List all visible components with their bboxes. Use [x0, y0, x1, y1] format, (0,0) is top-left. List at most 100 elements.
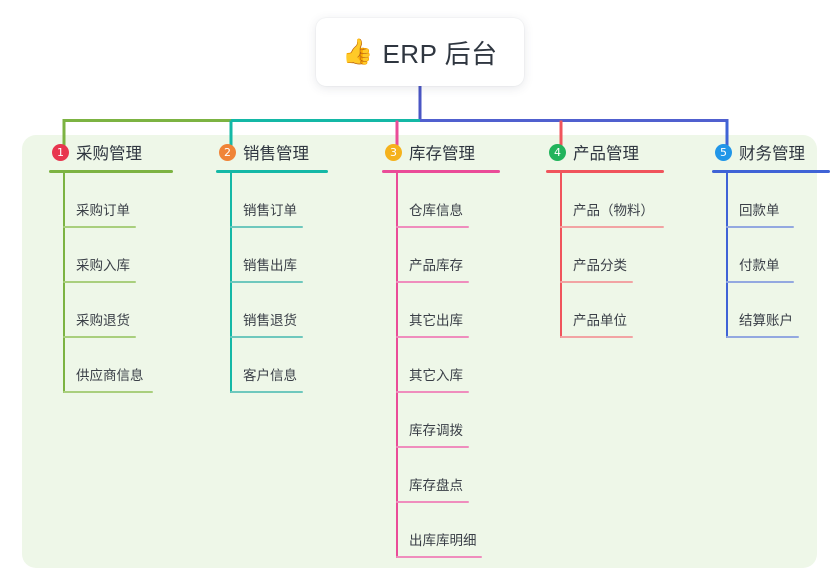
leaf-underline: [396, 556, 482, 558]
branch-trunk-line: [560, 173, 562, 338]
branch-body: 销售订单销售出库销售退货客户信息: [203, 173, 368, 393]
leaf-node-label: 库存盘点: [409, 478, 463, 493]
branch-body: 产品（物料） 产品分类产品单位: [533, 173, 698, 338]
leaf-node-label: 采购订单: [76, 203, 130, 218]
branch-title: 财务管理: [739, 145, 805, 163]
leaf-node[interactable]: 采购退货: [36, 283, 201, 338]
branch-header-1[interactable]: 1 采购管理: [36, 135, 201, 169]
leaf-node[interactable]: 采购入库: [36, 228, 201, 283]
branch-number-badge: 1: [52, 143, 69, 161]
branch-title: 产品管理: [573, 145, 639, 163]
leaf-node-label: 库存调拨: [409, 423, 463, 438]
leaf-node-label: 出库库明细: [409, 533, 477, 548]
diagram-background-panel: [22, 135, 817, 568]
root-node-title: ERP 后台: [382, 38, 498, 69]
leaf-node-label: 供应商信息: [76, 368, 144, 383]
branch-underline: [216, 170, 328, 173]
leaf-node[interactable]: 产品单位: [533, 283, 698, 338]
leaf-node[interactable]: 销售订单: [203, 173, 368, 228]
branch-column-4: 4 产品管理产品（物料） 产品分类产品单位: [533, 135, 698, 338]
branch-header-4[interactable]: 4 产品管理: [533, 135, 698, 169]
leaf-node[interactable]: 仓库信息: [369, 173, 534, 228]
leaf-underline: [726, 226, 794, 228]
branch-column-1: 1 采购管理采购订单采购入库采购退货供应商信息: [36, 135, 201, 393]
leaf-node[interactable]: 产品（物料）: [533, 173, 698, 228]
leaf-node[interactable]: 其它入库: [369, 338, 534, 393]
branch-number-badge: 5: [715, 143, 732, 161]
root-node[interactable]: 👍 ERP 后台: [316, 18, 524, 86]
leaf-node[interactable]: 出库库明细: [369, 503, 534, 558]
leaf-node-label: 采购退货: [76, 313, 130, 328]
leaf-underline: [726, 336, 799, 338]
leaf-node-label: 产品分类: [573, 258, 627, 273]
leaf-node[interactable]: 销售出库: [203, 228, 368, 283]
branch-title: 采购管理: [76, 145, 142, 163]
leaf-node-label: 销售出库: [243, 258, 297, 273]
leaf-node[interactable]: 采购订单: [36, 173, 201, 228]
leaf-node[interactable]: 结算账户: [699, 283, 839, 338]
leaf-underline: [560, 336, 633, 338]
leaf-underline: [230, 391, 303, 393]
branch-body: 采购订单采购入库采购退货供应商信息: [36, 173, 201, 393]
leaf-node-label: 其它入库: [409, 368, 463, 383]
leaf-underline: [63, 281, 136, 283]
leaf-node[interactable]: 产品库存: [369, 228, 534, 283]
leaf-underline: [396, 281, 469, 283]
branch-trunk-line: [396, 173, 398, 558]
leaf-underline: [230, 336, 303, 338]
branch-number-badge: 2: [219, 143, 236, 161]
leaf-underline: [396, 501, 469, 503]
leaf-node-label: 产品（物料）: [573, 203, 654, 218]
branch-body: 回款单付款单结算账户: [699, 173, 839, 338]
leaf-node[interactable]: 库存调拨: [369, 393, 534, 448]
leaf-node[interactable]: 销售退货: [203, 283, 368, 338]
leaf-underline: [230, 281, 303, 283]
leaf-node[interactable]: 供应商信息: [36, 338, 201, 393]
branch-column-5: 5 财务管理回款单付款单结算账户: [699, 135, 839, 338]
branch-number-badge: 3: [385, 143, 402, 161]
branch-header-5[interactable]: 5 财务管理: [699, 135, 839, 169]
leaf-node-label: 结算账户: [739, 313, 793, 328]
branch-underline: [382, 170, 500, 173]
leaf-node[interactable]: 其它出库: [369, 283, 534, 338]
thumbs-up-icon: 👍: [342, 37, 374, 66]
branch-underline: [49, 170, 173, 173]
leaf-underline: [560, 281, 633, 283]
leaf-underline: [726, 281, 794, 283]
leaf-node[interactable]: 产品分类: [533, 228, 698, 283]
leaf-node-label: 付款单: [739, 258, 780, 273]
branch-body: 仓库信息产品库存其它出库其它入库库存调拨库存盘点出库库明细: [369, 173, 534, 558]
leaf-node-label: 回款单: [739, 203, 780, 218]
leaf-node[interactable]: 回款单: [699, 173, 839, 228]
leaf-node[interactable]: 付款单: [699, 228, 839, 283]
leaf-node-label: 销售退货: [243, 313, 297, 328]
leaf-underline: [230, 226, 303, 228]
leaf-underline: [63, 391, 153, 393]
leaf-underline: [396, 336, 469, 338]
leaf-node-label: 产品单位: [573, 313, 627, 328]
leaf-node[interactable]: 库存盘点: [369, 448, 534, 503]
leaf-node-label: 采购入库: [76, 258, 130, 273]
leaf-node-label: 客户信息: [243, 368, 297, 383]
leaf-underline: [396, 391, 469, 393]
branch-underline: [546, 170, 664, 173]
branch-trunk-line: [63, 173, 65, 393]
leaf-node[interactable]: 客户信息: [203, 338, 368, 393]
leaf-underline: [560, 226, 664, 228]
leaf-underline: [63, 336, 136, 338]
branch-underline: [712, 170, 830, 173]
branch-trunk-line: [726, 173, 728, 338]
leaf-node-label: 仓库信息: [409, 203, 463, 218]
leaf-node-label: 其它出库: [409, 313, 463, 328]
leaf-underline: [63, 226, 136, 228]
leaf-node-label: 销售订单: [243, 203, 297, 218]
branch-number-badge: 4: [549, 143, 566, 161]
leaf-underline: [396, 226, 469, 228]
leaf-node-label: 产品库存: [409, 258, 463, 273]
